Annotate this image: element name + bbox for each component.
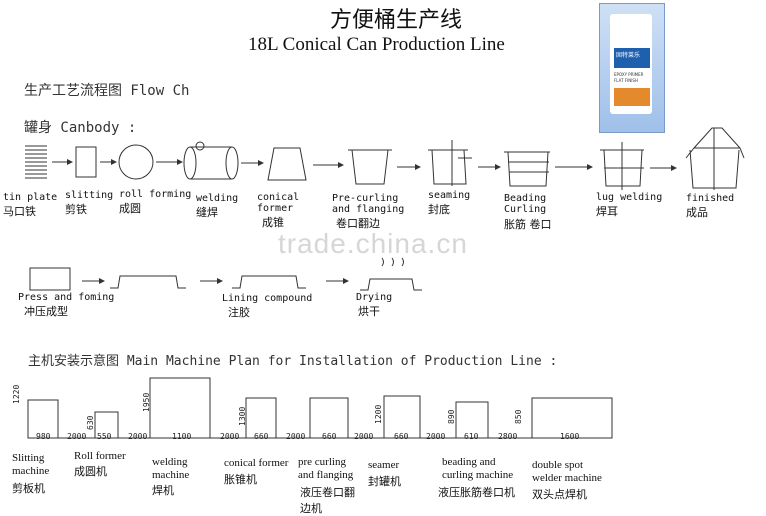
machine-slitting <box>27 399 59 439</box>
title-chinese: 方便桶生产线 <box>330 8 463 33</box>
machine-gap: 2000 <box>426 432 446 441</box>
beading-shape <box>504 151 550 187</box>
pre-curling-shape <box>348 149 392 185</box>
machine-gap: 2000 <box>67 432 87 441</box>
step-label-cn: 马口铁 <box>3 205 36 218</box>
machine-name: welding machine <box>152 456 190 481</box>
machine-width: 980 <box>36 432 51 441</box>
machine-name-cn: 胀锥机 <box>224 473 257 486</box>
seaming-shape <box>428 140 472 186</box>
lid-step-label-cn: 烘干 <box>358 305 380 318</box>
machine-gap: 2000 <box>286 432 306 441</box>
machine-height: 630 <box>86 415 95 430</box>
machine-name-cn: 封罐机 <box>368 475 401 488</box>
machine-name: conical former <box>224 457 289 469</box>
machine-height: 1300 <box>238 406 247 426</box>
machine-conical-former <box>245 397 277 439</box>
press-lid-shape <box>29 267 71 291</box>
machine-width: 610 <box>464 432 479 441</box>
machine-spot-welder <box>531 397 613 439</box>
step-label: lug welding <box>596 192 663 203</box>
watermark: trade.china.cn <box>278 228 468 259</box>
step-label-cn: 剪铁 <box>65 203 87 216</box>
can-brand: 固特莱乐 <box>616 52 641 59</box>
tin-plate-shape <box>25 145 47 179</box>
step-label: welding <box>196 193 239 204</box>
machine-width: 550 <box>97 432 112 441</box>
machine-pre-curling <box>309 397 349 439</box>
welding-shape <box>183 141 239 180</box>
step-label-cn: 成品 <box>686 206 708 219</box>
machine-name: Slitting machine <box>12 452 50 477</box>
step-label-cn: 成圆 <box>119 202 141 215</box>
machine-name: Roll former <box>74 450 126 462</box>
step-label-cn: 胀筋 卷口 <box>504 218 552 231</box>
step-label: slitting <box>65 190 114 201</box>
heat-icon <box>381 257 404 267</box>
machine-name: double spot welder machine <box>532 459 602 484</box>
machine-width: 1600 <box>560 432 580 441</box>
machine-name-cn: 焊机 <box>152 484 174 497</box>
formed-lid-shape <box>110 275 186 289</box>
lid-step-label: Drying <box>356 292 393 303</box>
step-label-cn: 卷口翻边 <box>336 217 380 230</box>
drying-lid-shape <box>360 278 422 291</box>
machine-width: 660 <box>254 432 269 441</box>
machine-seamer <box>383 395 421 439</box>
step-label: conical former <box>257 192 300 214</box>
step-label: tin plate <box>3 192 58 203</box>
machine-name-cn: 液压胀筋卷口机 <box>438 486 515 499</box>
step-label: Pre-curling and flanging <box>332 193 405 215</box>
lug-welding-shape <box>600 142 644 190</box>
lid-step-label: Press and foming <box>18 292 115 303</box>
machine-height: 1200 <box>374 404 383 424</box>
machine-gap: 2000 <box>220 432 240 441</box>
paint-can-image: 固特莱乐 EPOXY PRIMER FLAT FINISH <box>599 3 665 133</box>
can-line1: EPOXY PRIMER <box>614 72 644 77</box>
machine-width: 1100 <box>172 432 192 441</box>
step-label: seaming <box>428 190 471 201</box>
step-label-cn: 焊耳 <box>596 205 618 218</box>
step-label: finished <box>686 193 735 204</box>
title-english: 18L Conical Can Production Line <box>248 34 505 55</box>
machine-width: 660 <box>322 432 337 441</box>
step-label-cn: 封底 <box>428 203 450 216</box>
machine-gap: 2000 <box>354 432 374 441</box>
machine-width: 660 <box>394 432 409 441</box>
machine-welding <box>149 377 211 439</box>
section-flow-chart: 生产工艺流程图 Flow Ch <box>24 83 190 99</box>
machine-name: pre curling and flanging <box>298 456 354 481</box>
machine-height: 850 <box>514 409 523 424</box>
machine-beading <box>455 401 489 439</box>
machine-name-cn: 双头点焊机 <box>532 488 587 501</box>
lid-step-label-cn: 注胶 <box>228 306 250 319</box>
machine-name-cn: 成圆机 <box>74 465 107 478</box>
can-line2: FLAT FINISH <box>614 78 638 83</box>
conical-former-shape <box>267 147 307 181</box>
machine-name-cn: 剪板机 <box>12 482 45 495</box>
step-label: Beading Curling <box>504 193 547 215</box>
finished-shape <box>685 127 745 190</box>
machine-gap: 2800 <box>498 432 518 441</box>
machine-name: seamer <box>368 459 400 471</box>
section-canbody: 罐身 Canbody : <box>24 120 137 136</box>
section-machine-plan: 主机安装示意图 Main Machine Plan for Installati… <box>28 354 558 369</box>
slitting-shape <box>75 146 97 178</box>
machine-gap: 2000 <box>128 432 148 441</box>
machine-name: beading and curling machine <box>442 456 514 481</box>
lid-step-label: Lining compound <box>222 293 313 304</box>
step-label-cn: 成锥 <box>262 216 284 229</box>
step-label: roll forming <box>119 189 192 200</box>
machine-name-cn: 液压卷口翻边机 <box>300 486 355 515</box>
machine-height: 1220 <box>12 384 21 404</box>
machine-roll-former <box>94 411 119 439</box>
roll-forming-shape <box>118 144 154 180</box>
lined-lid-shape <box>232 275 306 289</box>
machine-height: 1950 <box>142 392 151 412</box>
machine-height: 890 <box>447 409 456 424</box>
step-label-cn: 缝焊 <box>196 206 218 219</box>
lid-step-label-cn: 冲压成型 <box>24 305 68 318</box>
